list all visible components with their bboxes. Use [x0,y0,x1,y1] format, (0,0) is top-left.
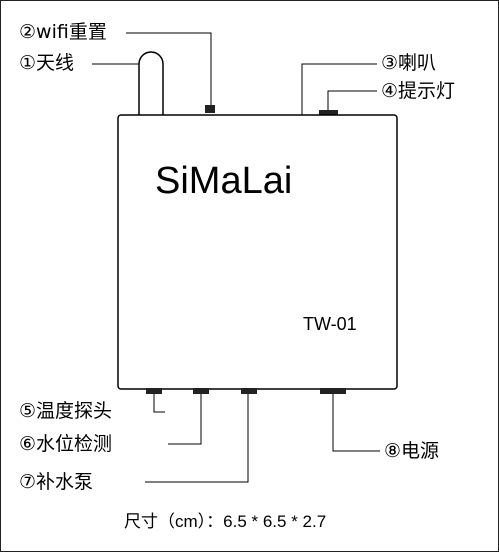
refill-pump-callout [145,394,249,483]
device-body [117,114,398,390]
indicator-light-label: ④提示灯 [381,80,456,102]
temperature-probe-label: ⑤温度探头 [19,400,113,422]
indicator-light-shape [319,110,338,115]
wifi-reset-label: ②wifi重置 [19,21,107,43]
refill-pump-port [241,388,257,394]
temperature-probe-port [146,388,162,394]
power-label: ⑧电源 [384,440,440,462]
model-number: TW-01 [303,314,357,334]
wifi-reset-button-shape [205,105,215,113]
power-port [320,388,346,394]
water-level-port [193,388,209,394]
temperature-probe-callout [153,394,165,413]
water-level-callout [168,394,202,445]
indicator-light-callout [327,90,377,110]
refill-pump-label: ⑦补水泵 [19,471,94,493]
antenna-shape [138,51,164,117]
speaker-callout [301,63,377,115]
speaker-label: ③喇叭 [381,52,437,74]
power-callout [332,394,380,452]
antenna-label: ①天线 [19,52,75,74]
dimensions-text: 尺寸（cm）：6.5 * 6.5 * 2.7 [124,512,327,531]
water-level-label: ⑥水位检测 [19,433,113,455]
brand-name: SiMaLai [155,160,293,202]
wifi-reset-callout [126,32,212,105]
